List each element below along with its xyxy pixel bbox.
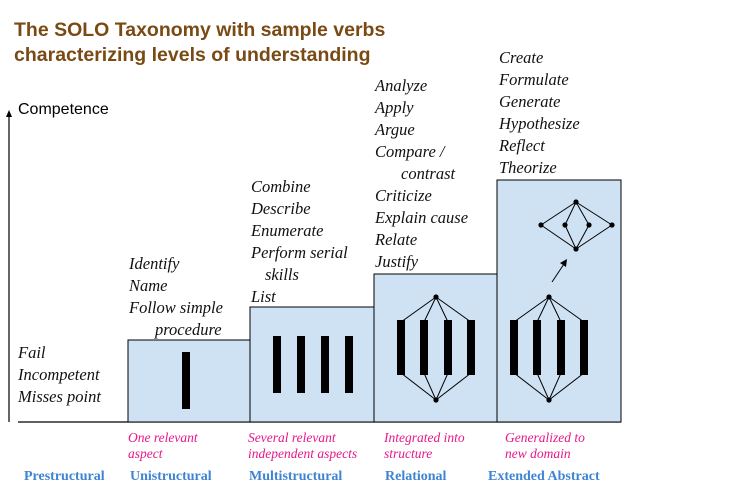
- relational-top-node: [433, 294, 439, 300]
- extended-abstract-description: Generalized to new domain: [505, 430, 585, 461]
- verb: Formulate: [499, 70, 569, 89]
- verb: Hypothesize: [499, 114, 580, 133]
- verb: Fail: [18, 343, 46, 362]
- relational-verbs: Analyze Apply Argue Compare / contrast C…: [375, 75, 468, 273]
- verb: Describe: [251, 199, 311, 218]
- verb: Create: [499, 48, 544, 67]
- verb: Misses point: [18, 387, 101, 406]
- multistructural-verbs: Combine Describe Enumerate Perform seria…: [251, 176, 348, 308]
- competence-label: Competence: [18, 101, 109, 118]
- verb: Apply: [375, 98, 414, 117]
- verb: Generate: [499, 92, 561, 111]
- level-name-prestructural: Prestructural: [24, 469, 105, 484]
- abstract-network: [540, 201, 613, 250]
- verb: Reflect: [499, 136, 545, 155]
- unistructural-description: One relevant aspect: [128, 430, 198, 461]
- verb: Analyze: [375, 76, 428, 95]
- extended-bars: [510, 294, 588, 403]
- generalization-arrowhead: [560, 259, 567, 267]
- competence-axis-arrowhead: [6, 110, 12, 117]
- relational-structure: [400, 296, 472, 401]
- level-name-unistructural: Unistructural: [130, 469, 212, 484]
- title-line-2: characterizing levels of understanding: [14, 44, 371, 66]
- verb: skills: [265, 265, 299, 284]
- verb: Enumerate: [251, 221, 324, 240]
- extended-abstract-verbs: Create Formulate Generate Hypothesize Re…: [499, 47, 580, 179]
- abstract-network-nodes: [538, 199, 615, 252]
- level-name-multistructural: Multistructural: [249, 469, 343, 484]
- step-multistructural: [249, 306, 375, 423]
- verb: Criticize: [375, 186, 432, 205]
- multistructural-bar: [321, 336, 329, 393]
- unistructural-verbs: Identify Name Follow simple procedure: [129, 253, 223, 341]
- verb: Combine: [251, 177, 311, 196]
- verb: Justify: [375, 252, 419, 271]
- level-name-extended-abstract: Extended Abstract: [488, 469, 600, 484]
- extended-structure: [513, 296, 585, 401]
- multistructural-bar: [345, 336, 353, 393]
- relational-description: Integrated into structure: [384, 430, 465, 461]
- multistructural-description: Several relevant independent aspects: [248, 430, 358, 461]
- prestructural-verbs: Fail Incompetent Misses point: [18, 342, 101, 408]
- verb: Explain cause: [375, 208, 469, 227]
- verb: procedure: [155, 320, 222, 339]
- verb: Follow simple: [129, 298, 223, 317]
- relational-bottom-node: [433, 397, 439, 403]
- step-extended-abstract: [496, 179, 622, 423]
- verb: Argue: [375, 120, 415, 139]
- verb: Compare /: [375, 142, 445, 161]
- verb: Name: [129, 276, 168, 295]
- verb: Relate: [375, 230, 418, 249]
- generalization-arrow: [551, 263, 565, 283]
- verb: Identify: [129, 254, 180, 273]
- verb: Theorize: [499, 158, 557, 177]
- multistructural-bar: [273, 336, 281, 393]
- relational-bars: [397, 294, 475, 403]
- verb: Perform serial: [251, 243, 348, 262]
- multistructural-bars: [273, 336, 353, 393]
- unistructural-bar: [182, 352, 190, 409]
- verb: List: [251, 287, 276, 306]
- multistructural-bar: [297, 336, 305, 393]
- level-name-relational: Relational: [385, 469, 447, 484]
- title-line-1: The SOLO Taxonomy with sample verbs: [14, 19, 386, 41]
- verb: contrast: [401, 164, 456, 183]
- verb: Incompetent: [18, 365, 100, 384]
- diagram-title: The SOLO Taxonomy with sample verbs char…: [14, 18, 484, 68]
